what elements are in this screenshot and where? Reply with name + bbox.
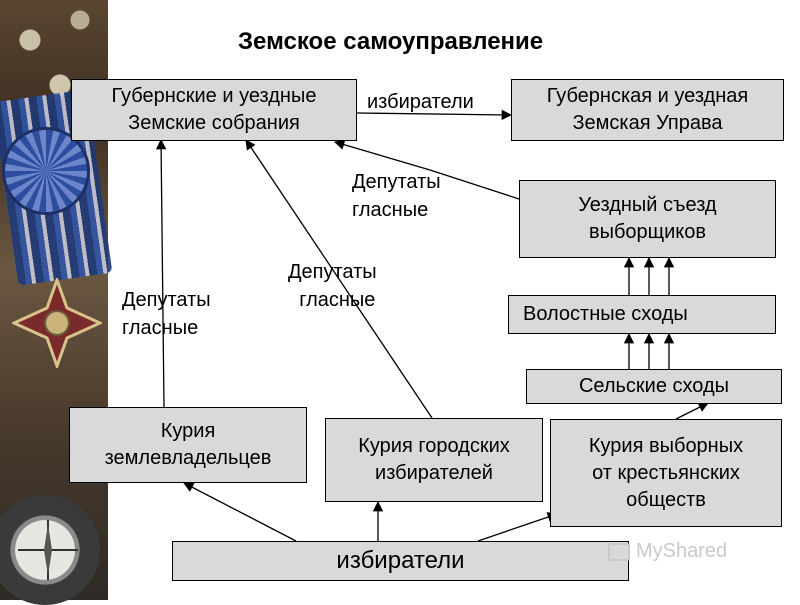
volost-label: Волостные сходы — [523, 303, 688, 325]
district-congress-box: Уездный съезд выборщиков — [519, 180, 776, 258]
curia-peasant-box: Курия выборных от крестьянских обществ — [550, 419, 782, 527]
curia-peasant-line-3: обществ — [626, 488, 706, 511]
deputies-label-left: Депутаты гласные — [122, 286, 211, 342]
deputies-left-line-1: Депутаты — [122, 289, 211, 311]
deputies-middle-line-1: Депутаты — [288, 261, 377, 283]
deputies-left-line-2: гласные — [122, 317, 199, 339]
voters-box: избиратели — [172, 541, 629, 581]
order-cross-image — [12, 278, 102, 368]
electors-label: избиратели — [367, 91, 474, 113]
deputies-right-line-1: Депутаты — [352, 171, 441, 193]
assembly-line-1: Губернские и уездные — [111, 85, 317, 107]
board-line-2: Земская Управа — [572, 112, 723, 134]
medal-rosette-image — [5, 130, 87, 212]
board-box: Губернская и уездная Земская Управа — [511, 79, 784, 141]
curia-urban-line-1: Курия городских — [358, 435, 510, 457]
arrow-voters-to-landowners — [183, 482, 297, 542]
compass-needle-image — [18, 520, 78, 580]
district-congress-line-2: выборщиков — [588, 221, 707, 243]
deputies-middle-line-2: гласные — [299, 289, 376, 311]
arrow-voters-to-peasant — [477, 512, 558, 542]
village-box: Сельские сходы — [526, 369, 782, 404]
arrow-peasant-to-village — [675, 402, 709, 420]
deputies-label-middle: Депутаты гласные — [288, 258, 377, 314]
curia-landowners-line-1: Курия — [160, 420, 216, 442]
page-title: Земское самоуправление — [238, 28, 544, 55]
arrow-assembly-to-board — [356, 109, 513, 121]
watermark: MyShared — [608, 540, 727, 563]
curia-peasant-line-1: Курия выборных — [588, 434, 744, 457]
arrow-congress-to-assembly — [334, 139, 520, 200]
voters-label: избиратели — [336, 546, 465, 574]
curia-urban-box: Курия городских избирателей — [325, 418, 543, 502]
arrow-urban-to-assembly — [245, 139, 433, 419]
village-label: Сельские сходы — [578, 375, 730, 397]
deputies-label-right: Депутаты гласные — [352, 168, 441, 224]
district-congress-line-1: Уездный съезд — [578, 194, 717, 216]
watermark-text: MyShared — [636, 540, 728, 562]
assembly-box: Губернские и уездные Земские собрания — [71, 79, 357, 141]
board-line-1: Губернская и уездная — [546, 85, 749, 107]
curia-urban-line-2: избирателей — [375, 462, 493, 484]
assembly-line-2: Земские собрания — [128, 112, 300, 134]
deputies-right-line-2: гласные — [352, 199, 429, 221]
volost-box: Волостные сходы — [508, 295, 776, 334]
curia-peasant-line-2: от крестьянских — [592, 461, 740, 484]
curia-landowners-box: Курия землевладельцев — [69, 407, 307, 483]
curia-landowners-line-2: землевладельцев — [104, 447, 272, 469]
projector-icon — [608, 542, 630, 561]
arrow-landowners-to-assembly — [155, 138, 167, 408]
